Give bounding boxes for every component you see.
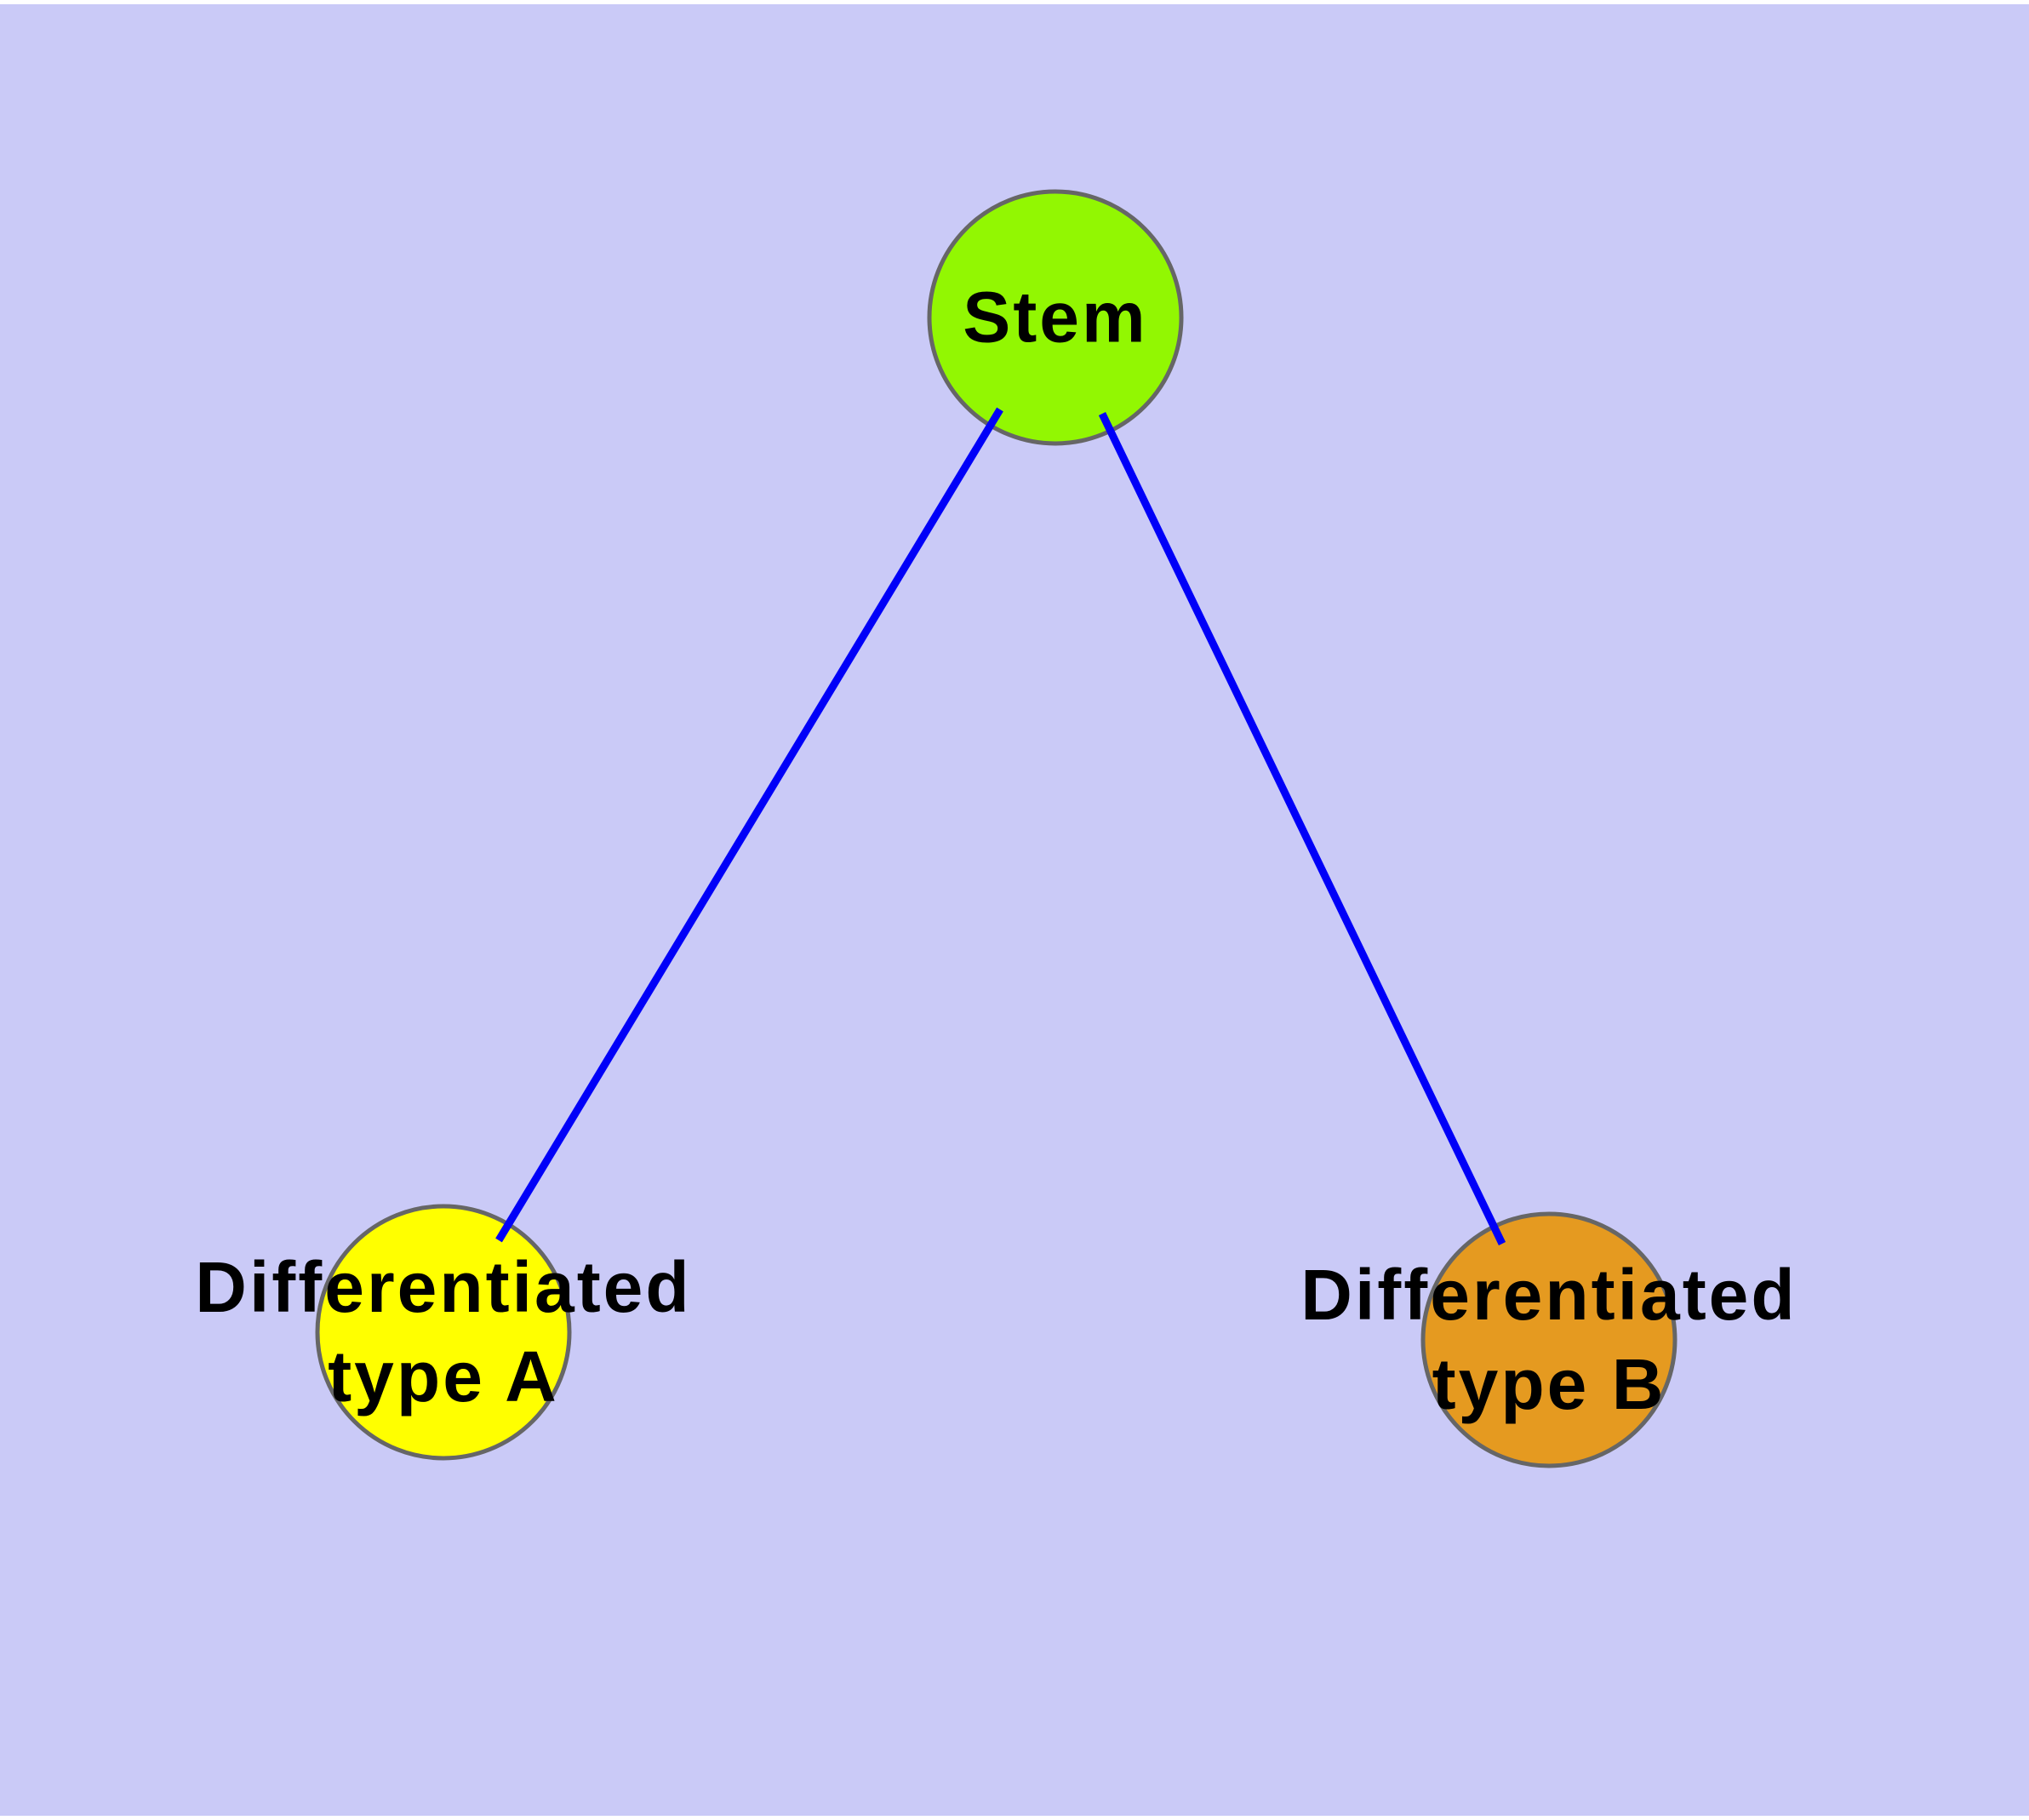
edge-stem-to-type-a xyxy=(495,407,1003,1243)
edge-stem-to-type-b xyxy=(1098,412,1506,1245)
node-stem xyxy=(927,189,1184,446)
node-differentiated-type-a xyxy=(315,1204,572,1461)
node-differentiated-type-b xyxy=(1420,1211,1677,1468)
